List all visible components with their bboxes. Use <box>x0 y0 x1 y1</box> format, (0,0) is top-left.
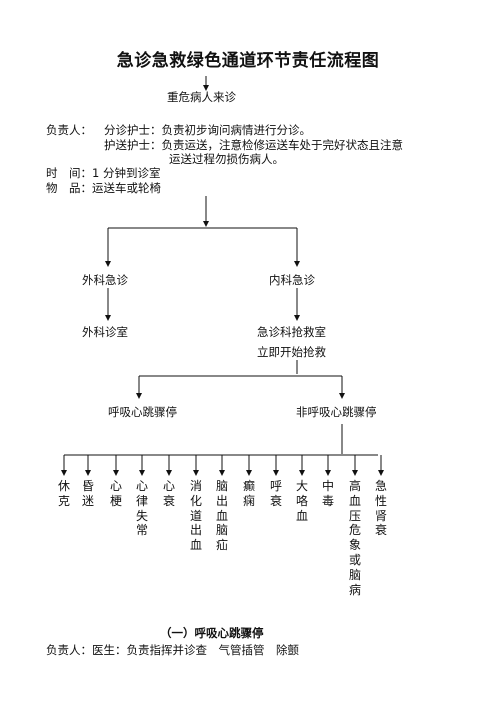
items-info: 物 品：运送车或轮椅 <box>46 181 161 195</box>
time-info: 时 间：1 分钟到诊室 <box>46 166 161 180</box>
bottom-responsible-line: 负责人：医生：负责指挥并诊查 气管插管 除颤 <box>46 643 299 657</box>
escort-nurse-duty: 护送护士：负责运送，注意检修运送车处于完好状态且注意 <box>104 138 403 152</box>
condition-item: 急性肾衰 <box>374 479 387 538</box>
triage-nurse-duty: 分诊护士：负责初步询问病情进行分诊。 <box>104 123 311 137</box>
condition-item: 大咯血 <box>295 479 308 523</box>
condition-item: 休克 <box>57 479 70 508</box>
condition-item: 癫痫 <box>242 479 255 508</box>
condition-item: 消化道出血 <box>189 479 202 553</box>
section-heading: （一）呼吸心跳骤停 <box>160 626 264 640</box>
condition-item: 高血压危象或脑病 <box>348 479 361 597</box>
surgical-emergency: 外科急诊 <box>82 273 128 287</box>
condition-item: 脑出血脑疝 <box>215 479 228 553</box>
surgical-room: 外科诊室 <box>82 325 128 339</box>
escort-nurse-duty-cont: 运送过程勿损伤病人。 <box>169 152 284 166</box>
condition-item: 心衰 <box>162 479 175 508</box>
condition-item: 昏迷 <box>81 479 94 508</box>
cardiac-arrest: 呼吸心跳骤停 <box>108 405 177 419</box>
start-node: 重危病人来诊 <box>167 90 236 104</box>
non-cardiac-arrest: 非呼吸心跳骤停 <box>296 405 377 419</box>
start-rescue: 立即开始抢救 <box>257 345 326 359</box>
rescue-room: 急诊科抢救室 <box>257 325 326 339</box>
responsible-label: 负责人： <box>46 123 92 137</box>
page-title: 急诊急救绿色通道环节责任流程图 <box>116 51 380 71</box>
medical-emergency: 内科急诊 <box>269 273 315 287</box>
condition-item: 呼衰 <box>269 479 282 508</box>
condition-item: 心律失常 <box>135 479 148 538</box>
condition-item: 心梗 <box>109 479 122 508</box>
condition-item: 中毒 <box>321 479 334 508</box>
